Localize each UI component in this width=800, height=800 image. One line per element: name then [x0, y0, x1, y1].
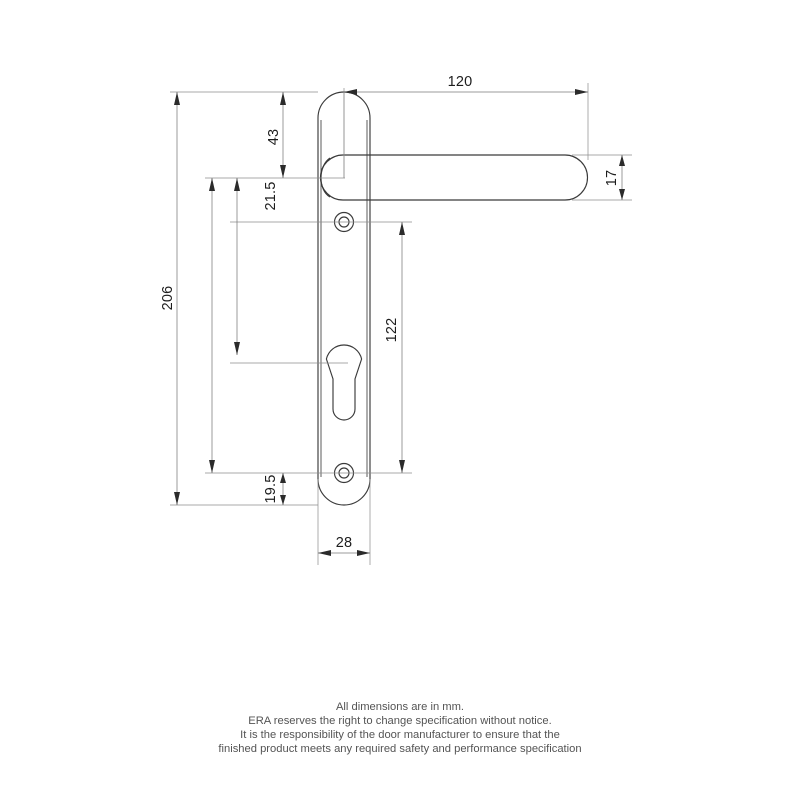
dimension-17-label: 17	[604, 170, 620, 187]
dimension-28-label: 28	[336, 535, 353, 551]
dimension-21-5-label: 21.5	[263, 181, 279, 210]
footer-notes: All dimensions are in mm. ERA reserves t…	[218, 701, 581, 755]
extension-lines	[170, 83, 632, 565]
euro-cylinder-cutout	[325, 344, 363, 421]
dimension-21-5: 21.5	[234, 178, 279, 355]
dimension-206-label: 206	[160, 286, 176, 311]
dimension-206: 206	[160, 92, 180, 505]
dimension-43-label: 43	[266, 129, 282, 146]
dimension-43: 43	[266, 92, 286, 178]
dimension-19-5-label: 19.5	[263, 474, 279, 503]
dimension-21-5-reference-line	[209, 178, 215, 473]
footer-line-1: All dimensions are in mm.	[336, 701, 464, 713]
dimension-17: 17	[604, 155, 625, 200]
footer-line-2: ERA reserves the right to change specifi…	[248, 715, 551, 727]
lever-handle	[319, 154, 589, 201]
footer-line-3: It is the responsibility of the door man…	[240, 729, 560, 741]
dimension-122: 122	[384, 222, 405, 473]
dimension-19-5: 19.5	[263, 473, 286, 505]
dimension-120-label: 120	[448, 74, 473, 90]
dimension-120: 120	[344, 74, 588, 95]
dimension-28: 28	[318, 535, 370, 556]
dimension-122-label: 122	[384, 318, 400, 343]
footer-line-4: finished product meets any required safe…	[218, 743, 581, 755]
